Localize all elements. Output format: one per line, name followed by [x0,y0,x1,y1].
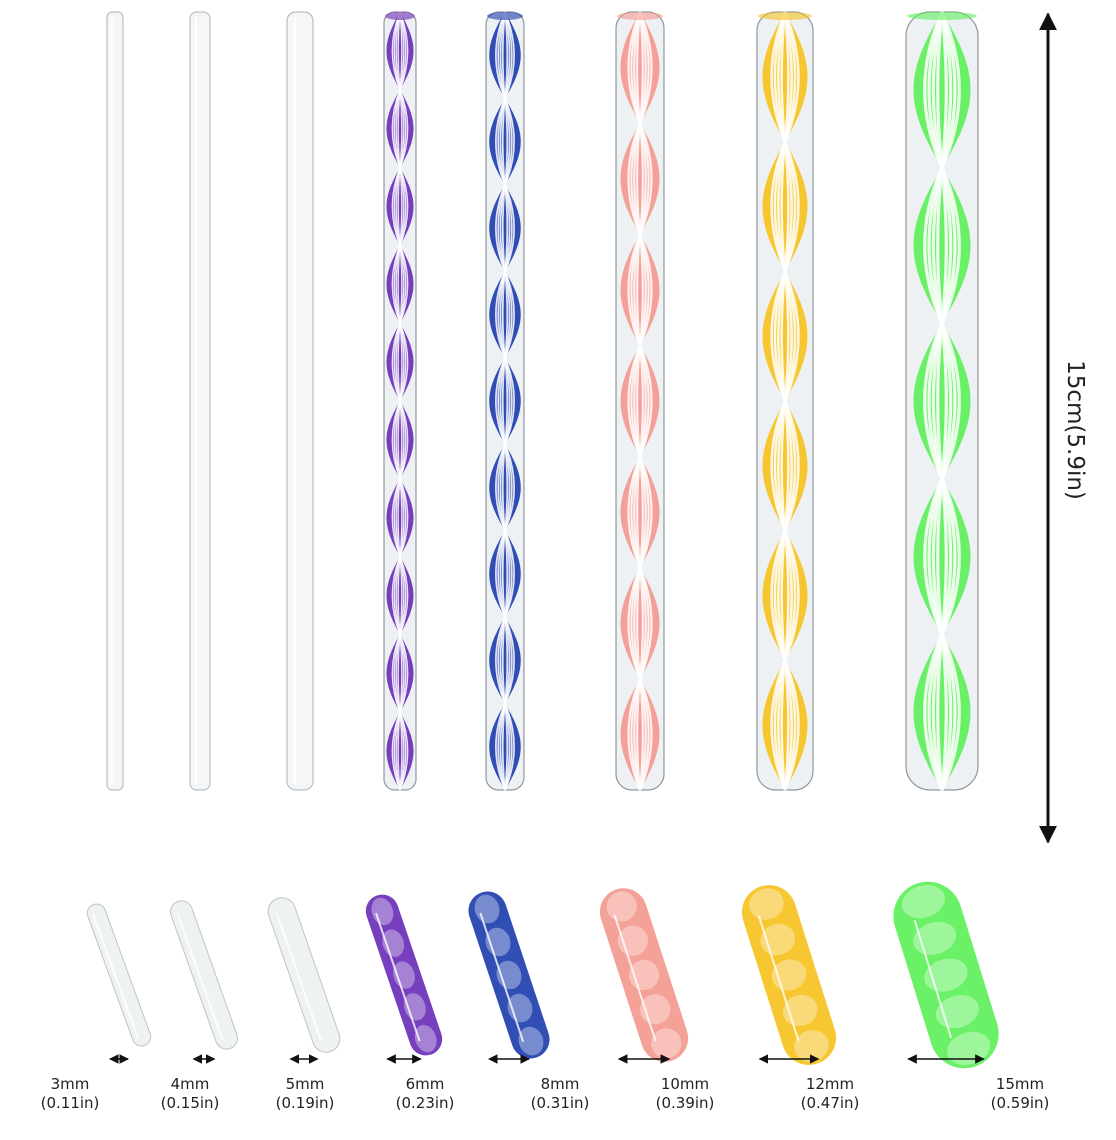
size-mm: 3mm [50,1075,90,1093]
upright-rod-8 [905,11,979,791]
angled-rod-7 [741,885,837,1065]
angled-rod-5 [468,891,550,1059]
upright-rod-5 [485,11,525,791]
size-label-8: 15mm(0.59in) [970,1075,1070,1113]
size-in: (0.23in) [395,1094,455,1112]
size-in: (0.47in) [800,1094,860,1112]
angled-rod-pieces [86,881,999,1069]
size-in: (0.15in) [160,1094,220,1112]
angled-rod-4 [365,894,443,1056]
upright-rod-6 [615,11,665,791]
upright-rods [106,11,979,791]
size-in: (0.31in) [530,1094,590,1112]
size-label-6: 10mm(0.39in) [635,1075,735,1113]
size-label-4: 6mm(0.23in) [375,1075,475,1113]
upright-rod-3 [286,11,314,791]
size-in: (0.39in) [655,1094,715,1112]
upright-rod-1 [106,11,124,791]
size-mm: 5mm [285,1075,325,1093]
upright-rod-7 [756,11,814,791]
size-in: (0.11in) [40,1094,100,1112]
size-label-3: 5mm(0.19in) [255,1075,355,1113]
size-in: (0.19in) [275,1094,335,1112]
size-mm: 4mm [170,1075,210,1093]
size-mm: 12mm [805,1075,855,1093]
angled-rod-6 [599,888,689,1062]
angled-rod-3 [267,897,341,1053]
angled-rod-2 [170,900,238,1050]
size-mm: 15mm [995,1075,1045,1093]
size-mm: 10mm [660,1075,710,1093]
size-in: (0.59in) [990,1094,1050,1112]
upright-rod-2 [189,11,211,791]
size-mm: 8mm [540,1075,580,1093]
angled-rod-1 [86,903,152,1047]
size-label-1: 3mm(0.11in) [20,1075,120,1113]
upright-rod-4 [383,11,417,791]
rod-length-label: 15cm(5.9in) [1062,360,1088,500]
angled-rod-8 [893,881,999,1069]
size-label-5: 8mm(0.31in) [510,1075,610,1113]
size-mm: 6mm [405,1075,445,1093]
size-label-7: 12mm(0.47in) [780,1075,880,1113]
size-label-2: 4mm(0.15in) [140,1075,240,1113]
